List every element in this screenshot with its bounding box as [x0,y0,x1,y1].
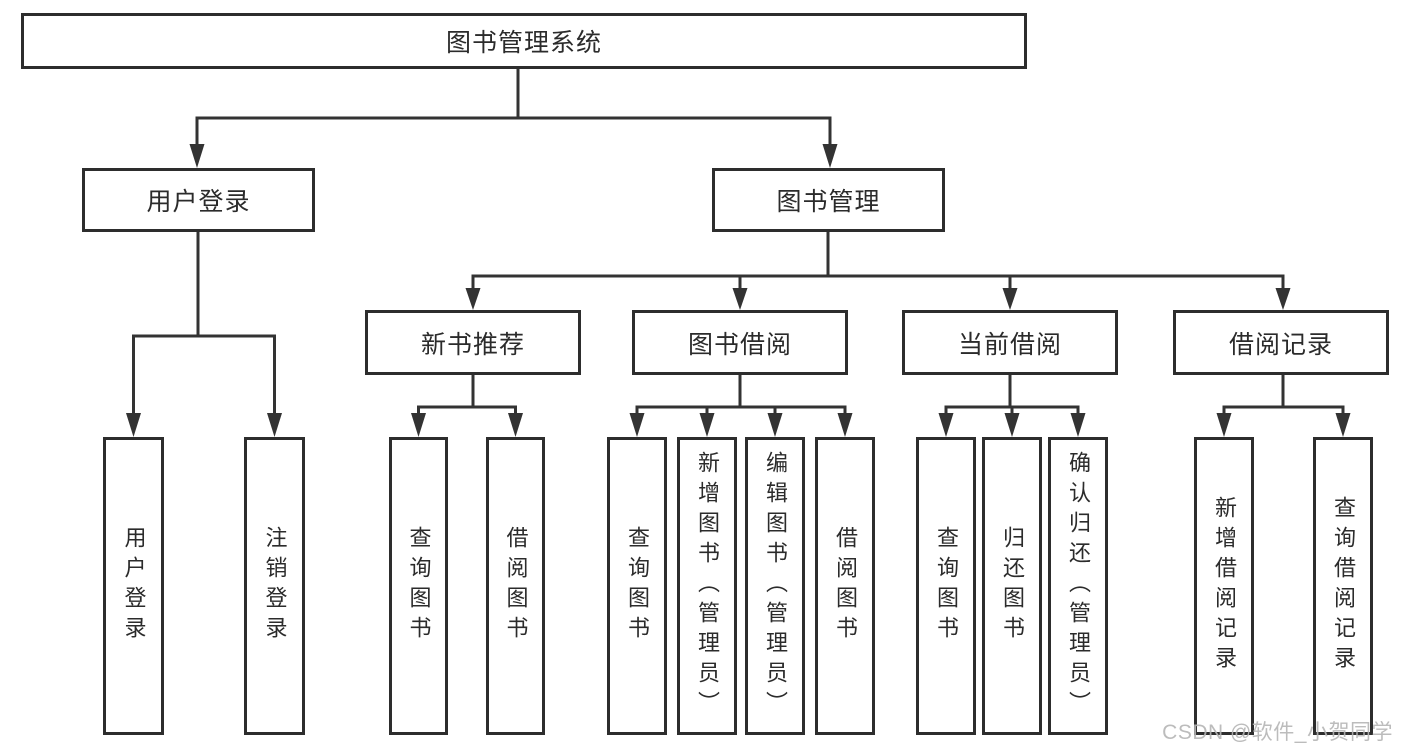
leaf-user-login: 用户登录 [103,437,164,735]
leaf-return-books: 归还图书 [982,437,1042,735]
leaf-label: 查询图书 [934,526,959,646]
leaf-add-borrow-record: 新增借阅记录 [1194,437,1254,735]
leaf-add-books-admin: 新增图书（管理员） [677,437,737,735]
leaf-label: 查询借阅记录 [1331,496,1356,676]
node-book-borrow: 图书借阅 [632,310,848,375]
node-book-management: 图书管理 [712,168,945,232]
leaf-borrow-books: 借阅图书 [815,437,875,735]
node-label: 图书借阅 [687,330,792,359]
leaf-confirm-return-admin: 确认归还（管理员） [1048,437,1108,735]
node-label: 借阅记录 [1228,330,1333,359]
watermark: CSDN @软件_小贺同学 [1162,721,1393,744]
leaf-label: 查询图书 [406,526,432,646]
node-label: 新书推荐 [420,330,525,359]
arrowheads [126,144,1351,437]
node-label: 图书管理系统 [445,29,602,57]
leaf-label: 注销登录 [262,526,288,646]
leaf-label: 新增借阅记录 [1212,496,1237,676]
node-current-borrow: 当前借阅 [902,310,1118,375]
leaf-label: 用户登录 [121,526,147,646]
leaf-label: 查询图书 [625,526,650,646]
leaf-label: 确认归还（管理员） [1066,451,1091,721]
node-borrow-records: 借阅记录 [1173,310,1389,375]
node-label: 图书管理 [776,188,881,216]
node-label: 用户登录 [146,188,251,216]
node-user-login: 用户登录 [82,168,315,232]
leaf-query-books: 查询图书 [607,437,667,735]
leaf-label: 归还图书 [1000,526,1025,646]
leaf-borrow-books: 借阅图书 [486,437,545,735]
node-new-book-recommend: 新书推荐 [365,310,581,375]
leaf-label: 借阅图书 [833,526,858,646]
leaf-label: 借阅图书 [503,526,529,646]
leaf-query-books: 查询图书 [389,437,448,735]
leaf-label: 编辑图书（管理员） [763,451,788,721]
leaf-query-books: 查询图书 [916,437,976,735]
leaf-edit-books-admin: 编辑图书（管理员） [745,437,805,735]
leaf-logout: 注销登录 [244,437,305,735]
leaf-query-borrow-record: 查询借阅记录 [1313,437,1373,735]
node-label: 当前借阅 [957,330,1062,359]
leaf-label: 新增图书（管理员） [695,451,720,721]
node-library-management-system: 图书管理系统 [21,13,1027,69]
